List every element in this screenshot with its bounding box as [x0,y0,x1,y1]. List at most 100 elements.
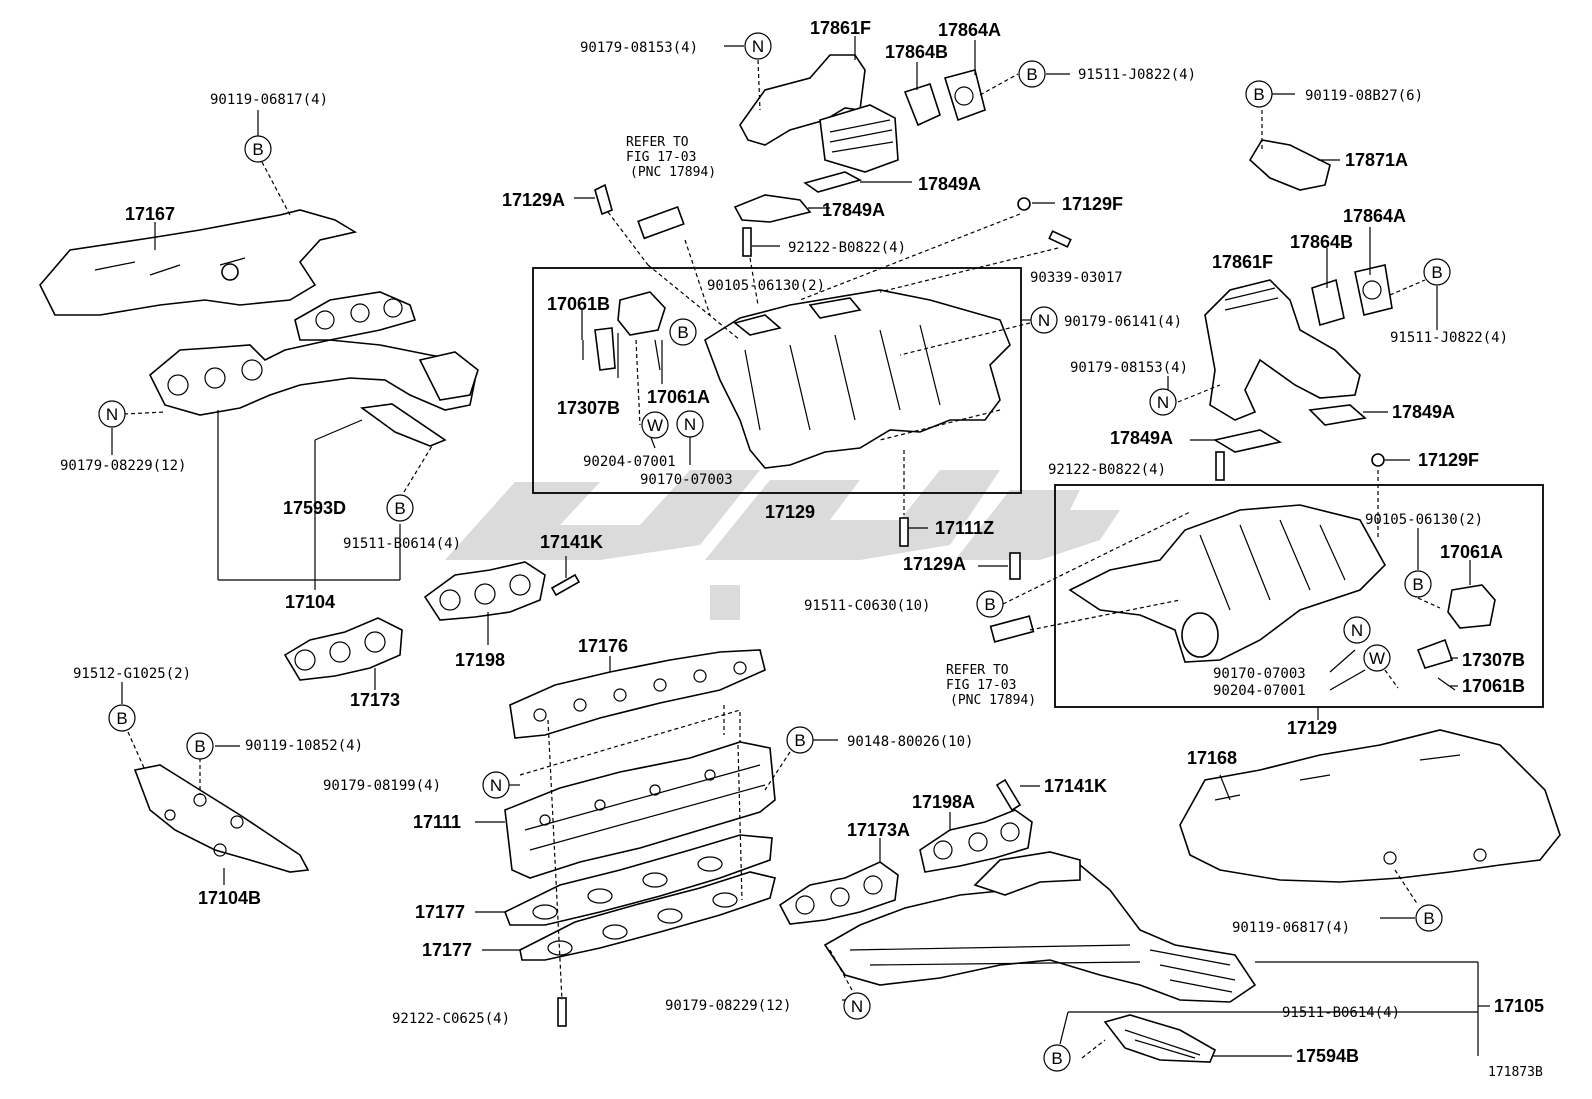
part-label: 90119-08B27(6) [1305,88,1423,104]
code-b: B [1018,60,1046,88]
svg-text:FIG 17-03: FIG 17-03 [946,678,1016,693]
part-labels: 90119-06817(4) 17167 90179-08229(12) 175… [60,18,1544,1066]
part-label: 91511-J0822(4) [1078,67,1196,83]
svg-text:B: B [984,595,995,614]
gasket-17864A-top [943,69,986,122]
svg-text:B: B [394,499,405,518]
part-label: 17129 [765,502,815,522]
stud-92122-B0822-top [742,227,752,257]
part-label: 17849A [1392,402,1455,422]
svg-text:N: N [1157,393,1169,412]
heat-insulator-17593D [359,403,447,447]
intake-manifold-group-box-top [532,267,1022,494]
part-label: 92122-B0822(4) [1048,462,1166,478]
code-n: N [843,992,871,1020]
part-label: 17129F [1418,450,1479,470]
exhaust-manifold-17104 [149,339,476,416]
intake-manifold-17111 [504,741,776,879]
svg-text:N: N [684,415,696,434]
part-label: 90119-06817(4) [1232,920,1350,936]
svg-text:N: N [490,776,502,795]
part-label: 90204-07001 [583,454,676,470]
gasket-17849A-top-a [803,171,863,193]
part-label: 90179-08153(4) [580,40,698,56]
part-label: 91511-C0630(10) [804,598,930,614]
part-label: 17168 [1187,748,1237,768]
svg-text:(PNC 17894): (PNC 17894) [630,165,716,180]
svg-text:B: B [1431,263,1442,282]
part-label: 17864B [885,42,948,62]
part-label: 17104B [198,888,261,908]
heat-insulator-17167 [39,209,358,316]
part-label: 90170-07003 [1213,666,1306,682]
part-label: 91511-B0614(4) [1282,1005,1400,1021]
stud-92122-C0625 [557,997,567,1027]
stud-17141K-left [550,573,581,597]
code-b: B [386,494,414,522]
part-label: 17104 [285,592,335,612]
part-label: 17864B [1290,232,1353,252]
part-label: 90148-80026(10) [847,734,973,750]
gasket-17849A-right-b [1212,429,1283,453]
bracket-17307B-top [594,327,616,371]
svg-text:REFER TO: REFER TO [946,663,1009,678]
leader-lines [111,36,1490,1059]
part-label: 17105 [1494,996,1544,1016]
part-label: 17849A [1110,428,1173,448]
union-17129A-b [1009,552,1021,580]
svg-text:B: B [1051,1049,1062,1068]
part-label: 17861F [1212,252,1273,272]
code-b: B [669,318,697,346]
part-label: 90179-06141(4) [1064,314,1182,330]
svg-text:B: B [1253,85,1264,104]
part-label: 17594B [1296,1046,1359,1066]
part-label: 90105-06130(2) [1365,512,1483,528]
gasket-17173A [778,861,899,925]
part-label: 90119-10852(4) [245,738,363,754]
gasket-17173 [283,617,403,681]
svg-text:N: N [851,997,863,1016]
code-w: W [641,411,669,439]
part-label: 91511-J0822(4) [1390,330,1508,346]
figure-id: 171873B [1488,1065,1543,1080]
part-label: 90179-08153(4) [1070,360,1188,376]
stud-17111Z [899,517,909,547]
code-b: B [1245,80,1273,108]
svg-text:N: N [752,37,764,56]
svg-text:B: B [677,323,688,342]
svg-text:REFER TO: REFER TO [626,135,689,150]
code-b: B [108,704,136,732]
stud-17141K-right [995,778,1022,812]
part-label: 17849A [822,200,885,220]
intake-manifold-17129-top [704,289,1011,469]
part-label: 90179-08199(4) [323,778,441,794]
code-b: B [976,590,1004,618]
part-label: 17861F [810,18,871,38]
plug-17129F-right [1371,453,1385,467]
part-label: 17129A [502,190,565,210]
svg-text:(PNC 17894): (PNC 17894) [950,693,1036,708]
svg-text:B: B [252,140,263,159]
gasket-17864B-top [903,82,941,127]
part-label: 17307B [1462,650,1525,670]
gasket-17176 [509,649,766,739]
part-label: 17141K [1044,776,1107,796]
intake-manifold-group-box-right [1054,484,1544,708]
part-label: 17177 [415,902,465,922]
part-label: 90170-07003 [640,472,733,488]
gasket-17894-top [637,205,685,240]
part-label: 17167 [125,204,175,224]
heat-insulator-17168 [1179,729,1561,883]
part-label: 90105-06130(2) [707,278,825,294]
part-label: 17864A [1343,206,1406,226]
svg-text:B: B [194,737,205,756]
svg-text:FIG 17-03: FIG 17-03 [626,150,696,165]
part-label: 90179-08229(12) [60,458,186,474]
part-label: 17593D [283,498,346,518]
code-n: N [1149,388,1177,416]
code-b: B [786,726,814,754]
svg-text:B: B [116,709,127,728]
part-label: 90204-07001 [1213,683,1306,699]
code-n: N [1343,616,1371,644]
part-label: 17129 [1287,718,1337,738]
